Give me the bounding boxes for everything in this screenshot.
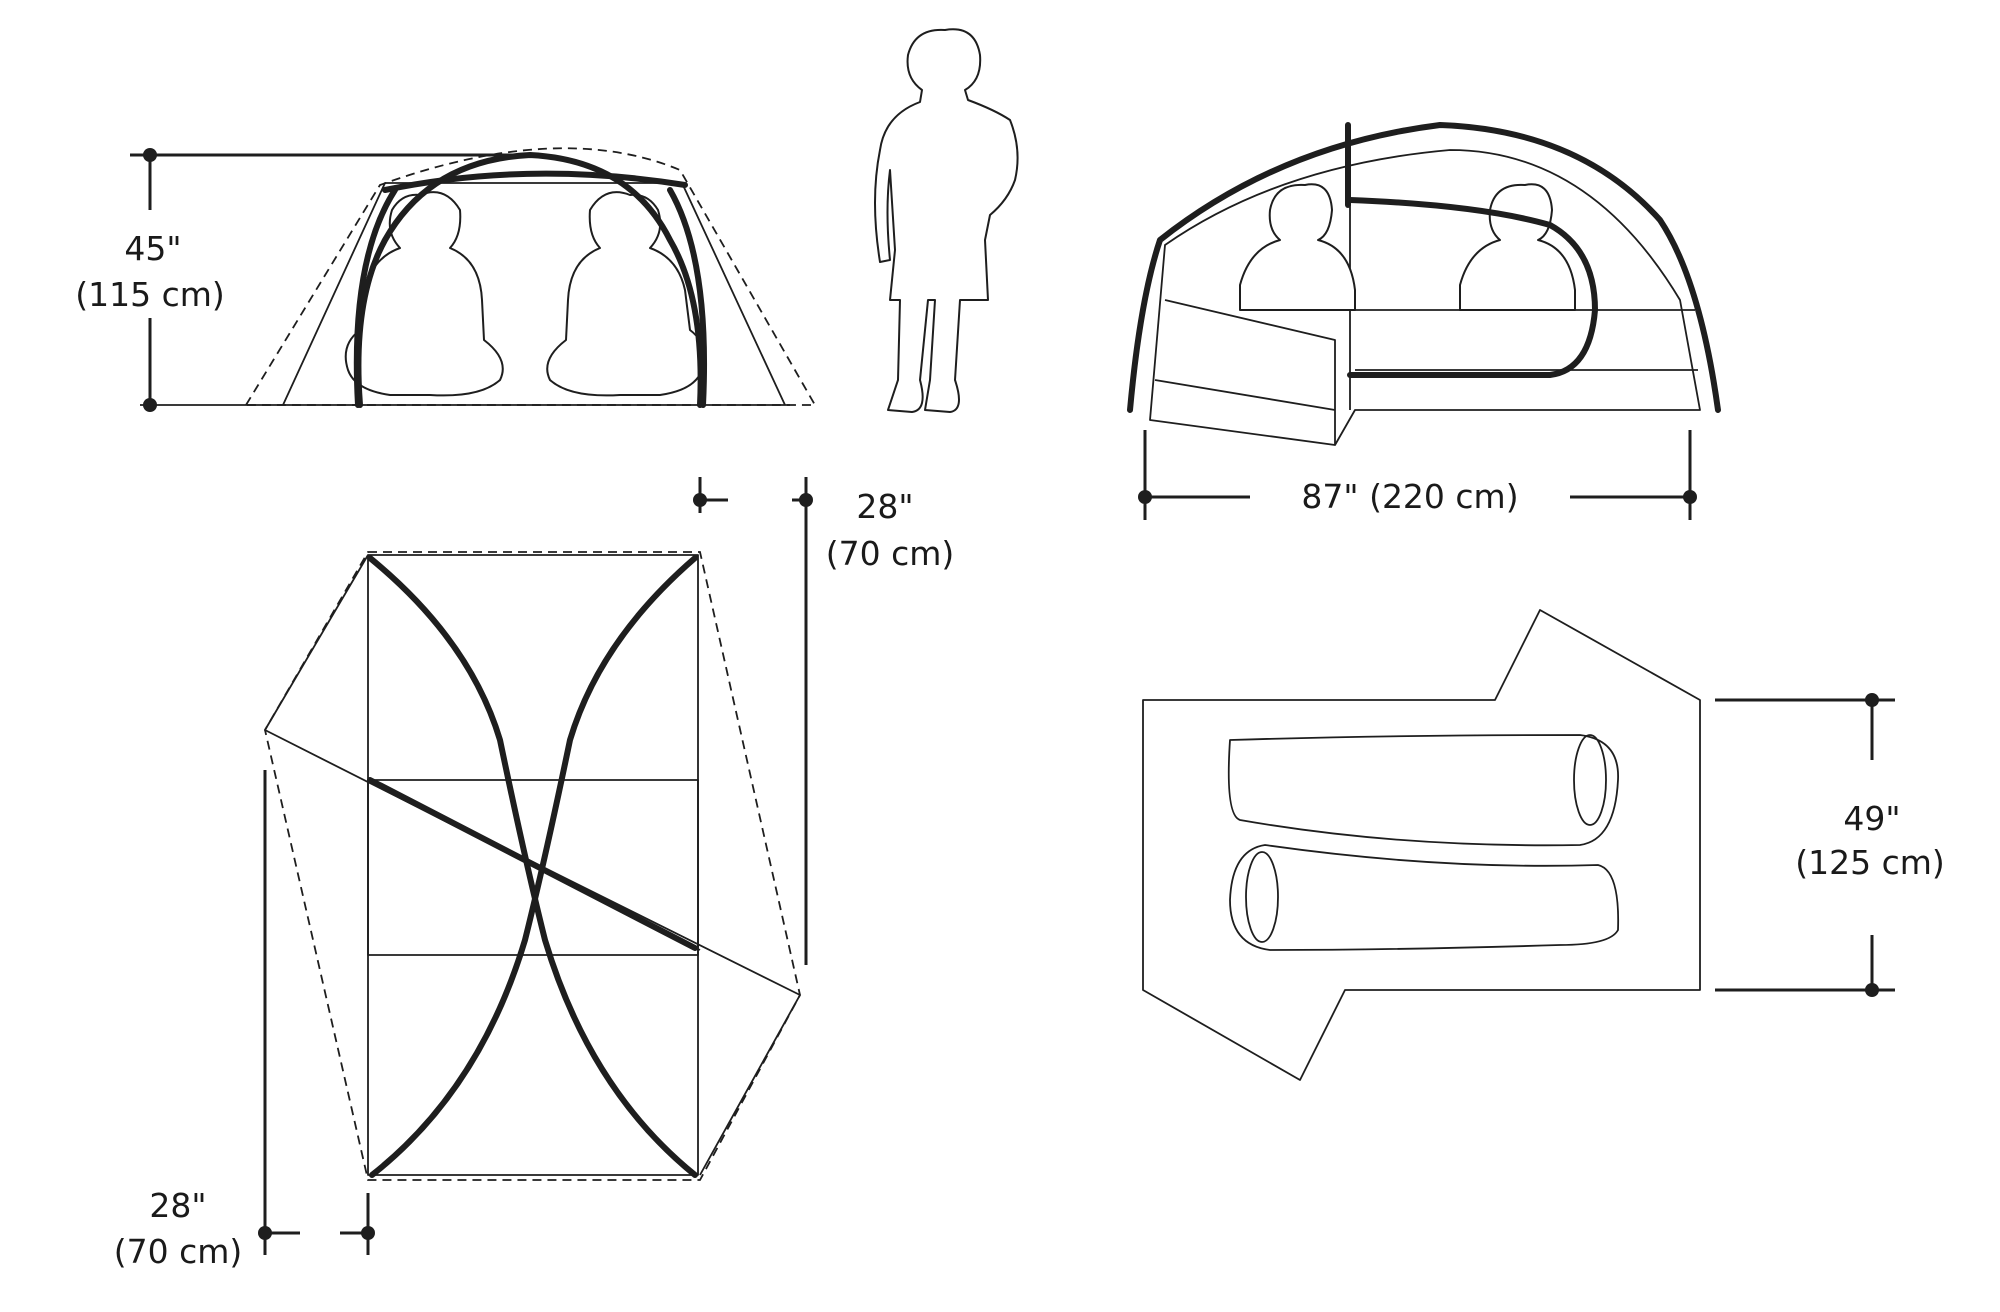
side-door-panel <box>1164 299 1336 445</box>
side-body-outline <box>1149 149 1701 446</box>
top-inner-upper <box>367 554 699 956</box>
top-right-dot-b <box>799 493 813 507</box>
front-view: 45" (115 cm) <box>75 147 817 412</box>
side-length-label: 87" (220 cm) <box>1301 477 1518 516</box>
side-view: 87" (220 cm) <box>1127 122 1721 520</box>
side-length-dot-right <box>1683 490 1697 504</box>
front-height-dot-bottom <box>143 398 157 412</box>
top-vestibule-left <box>264 554 701 951</box>
front-height-dot-top <box>143 148 157 162</box>
front-pole-inner <box>353 187 398 408</box>
top-pole-b <box>369 555 698 1178</box>
top-left-in: 28" <box>149 1186 206 1225</box>
top-left-dot-b <box>361 1226 375 1240</box>
top-inner-lower <box>367 779 699 1176</box>
side-main-pole <box>1127 122 1721 413</box>
front-body-outline <box>282 182 786 406</box>
front-pole-ridge <box>382 170 688 193</box>
top-right-dot-a <box>693 493 707 507</box>
top-right-in: 28" <box>856 487 913 526</box>
front-person-right <box>546 191 706 397</box>
top-left-cm: (70 cm) <box>114 1232 243 1271</box>
floor-width-in: 49" <box>1843 799 1900 838</box>
top-view: 28" (70 cm) 28" (70 cm) <box>114 477 955 1271</box>
sleeping-bag-top <box>1227 734 1619 847</box>
top-right-cm: (70 cm) <box>826 534 955 573</box>
side-length-dot-left <box>1138 490 1152 504</box>
standing-person-scale <box>874 28 1019 413</box>
top-left-dot-a <box>258 1226 272 1240</box>
top-pole-cross <box>367 777 698 951</box>
top-pole-a <box>367 555 698 1178</box>
sleeping-bag-bottom <box>1229 844 1620 951</box>
floor-width-cm: (125 cm) <box>1795 843 1945 882</box>
side-person-right <box>1459 183 1576 311</box>
front-pole-arch <box>355 152 704 408</box>
front-pole-inner-right <box>667 187 708 408</box>
front-fly-outline <box>244 147 817 406</box>
floor-outline <box>1142 609 1701 1081</box>
floor-view: 49" (125 cm) <box>1142 609 1945 1081</box>
front-person-left <box>344 191 504 397</box>
side-door-pole <box>1347 197 1598 378</box>
floor-width-dot-bottom <box>1865 983 1879 997</box>
front-height-cm: (115 cm) <box>75 275 225 314</box>
side-person-left <box>1239 183 1356 311</box>
side-door-line <box>1154 379 1336 411</box>
floor-width-dot-top <box>1865 693 1879 707</box>
front-height-in: 45" <box>124 229 181 268</box>
